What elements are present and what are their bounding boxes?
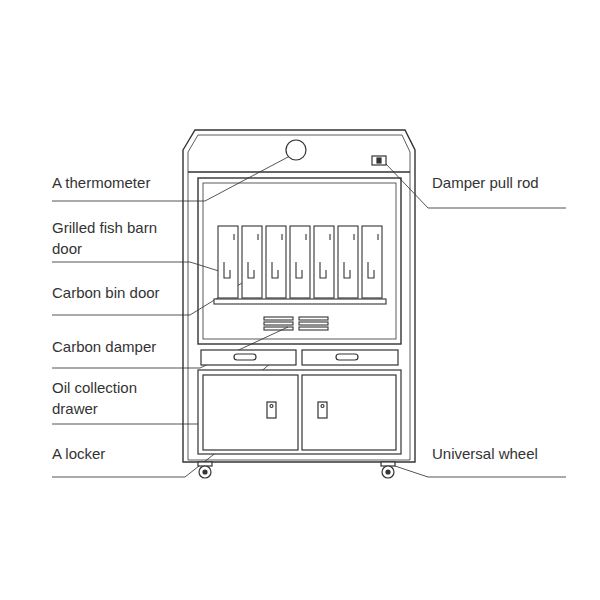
cabinet-body-part <box>188 135 410 460</box>
cabinet-body-part <box>203 183 396 339</box>
locker-doors-part <box>318 402 327 418</box>
carbon-damper-vents-part <box>299 322 328 325</box>
fish-barn-doors-part <box>242 226 262 298</box>
carbon-damper-vents <box>264 317 328 330</box>
fish-barn-doors-part <box>233 234 234 240</box>
leader-lines <box>52 157 566 477</box>
locker-doors-part <box>203 375 298 450</box>
fish-barn-doors-part <box>272 262 278 278</box>
part-label: Damper pull rod <box>432 172 539 193</box>
thermometer-part <box>286 140 306 160</box>
fish-barn-doors-part <box>290 226 310 298</box>
fish-barn-doors-part <box>296 262 302 278</box>
fish-barn-doors-part <box>338 226 358 298</box>
fish-barn-doors-part <box>314 226 334 298</box>
part-label: A thermometer <box>52 172 150 193</box>
universal-wheels-part <box>381 462 395 466</box>
fish-barn-doors-part <box>377 234 378 240</box>
universal-wheels-part <box>386 470 390 474</box>
part-label: Grilled fish barn door <box>52 217 182 259</box>
universal-wheels-part <box>198 462 212 466</box>
carbon-bin-tray-part <box>214 299 386 304</box>
locker-doors-part <box>302 375 396 450</box>
oil-collection-drawers-part <box>302 350 398 365</box>
universal-wheels <box>198 462 395 478</box>
locker-doors <box>198 370 401 454</box>
fish-barn-doors-part <box>248 262 254 278</box>
oil-collection-drawers-part <box>201 350 296 365</box>
universal-wheels-part <box>382 466 394 478</box>
carbon-bin-tray <box>214 299 386 304</box>
universal-wheels-part <box>203 470 207 474</box>
cabinet-body-part <box>198 178 401 344</box>
part-label: Carbon bin door <box>52 282 160 303</box>
fish-barn-doors-part <box>368 262 374 278</box>
fish-barn-doors-part <box>320 262 326 278</box>
thermometer <box>286 140 306 160</box>
part-label: Universal wheel <box>432 443 538 464</box>
part-label: A locker <box>52 443 105 464</box>
leader-lines-part <box>52 262 222 272</box>
carbon-damper-vents-part <box>264 322 293 325</box>
fish-barn-doors-part <box>362 226 382 298</box>
oil-collection-drawers <box>201 350 398 365</box>
carbon-damper-vents-part <box>299 317 328 320</box>
fish-barn-doors-part <box>224 262 230 278</box>
fish-barn-doors-part <box>344 262 350 278</box>
oil-collection-drawers-part <box>234 354 256 360</box>
cabinet-body-part <box>188 171 410 172</box>
locker-doors-part <box>198 370 401 454</box>
fish-barn-doors-part <box>329 234 330 240</box>
damper-pull-rod-part <box>372 156 386 165</box>
part-label: Oil collection drawer <box>52 377 182 419</box>
fish-barn-doors-part <box>353 234 354 240</box>
carbon-damper-vents-part <box>299 327 328 330</box>
damper-pull-rod-part <box>377 158 381 163</box>
locker-doors-part <box>267 402 276 418</box>
carbon-damper-vents-part <box>264 317 293 320</box>
fish-barn-doors-part <box>305 234 306 240</box>
fish-barn-doors-part <box>266 226 286 298</box>
cabinet-body-part <box>183 130 415 462</box>
fish-barn-doors-part <box>281 234 282 240</box>
carbon-damper-vents-part <box>264 327 293 330</box>
damper-pull-rod <box>372 156 386 165</box>
locker-doors-part <box>270 405 273 408</box>
part-label: Carbon damper <box>52 336 156 357</box>
locker-doors-part <box>321 405 324 408</box>
leader-lines-part <box>52 157 288 201</box>
oil-collection-drawers-part <box>336 354 358 360</box>
leader-lines-part <box>386 164 566 208</box>
universal-wheels-part <box>199 466 211 478</box>
fish-barn-doors-part <box>257 234 258 240</box>
cabinet-body <box>183 130 415 462</box>
leader-lines-part <box>395 466 566 477</box>
fish-barn-doors <box>218 226 382 298</box>
fish-barn-doors-part <box>218 226 238 298</box>
